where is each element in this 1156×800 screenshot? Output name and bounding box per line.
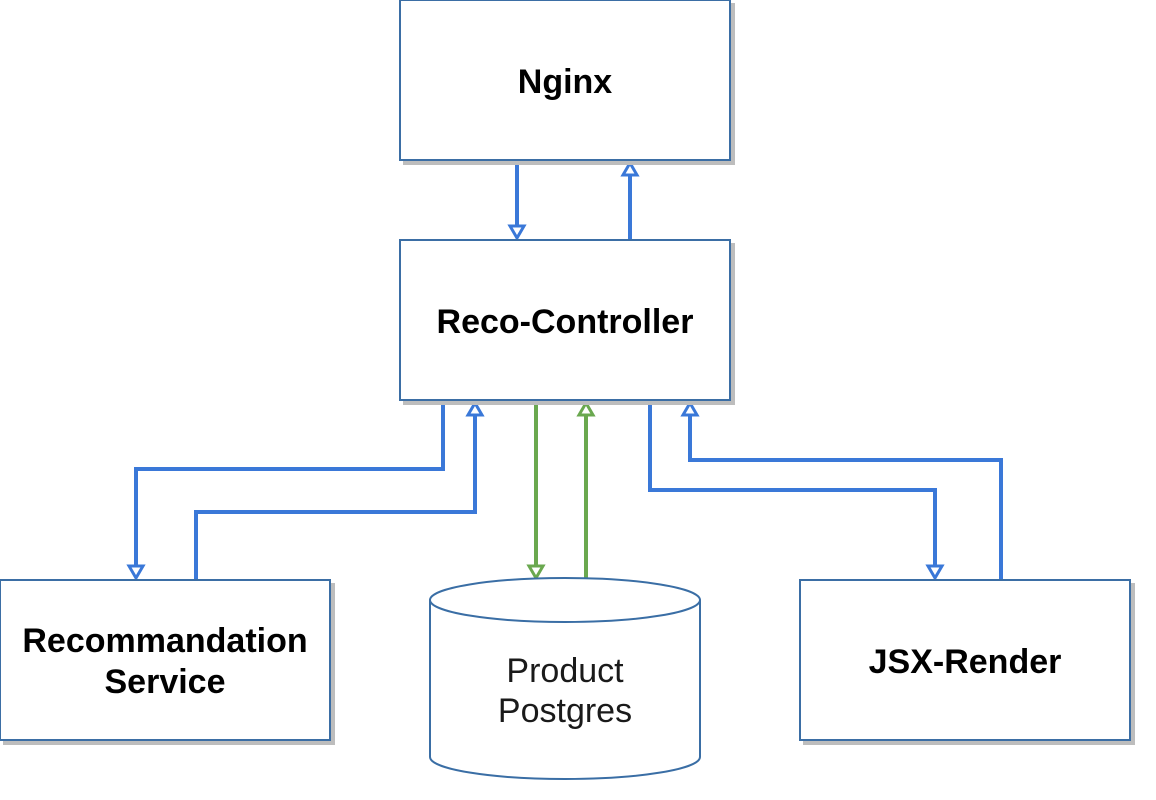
node-recommandation-service: Recommandation Service <box>0 579 331 741</box>
edge-nginx-to-reco-controller <box>507 160 527 241</box>
node-label-recommandation-service-line2: Service <box>105 663 226 701</box>
node-label-recommandation-service-line1: Recommandation <box>22 622 307 660</box>
node-jsx-render: JSX-Render <box>799 579 1131 741</box>
edge-reco-controller-to-jsx-render <box>648 400 945 581</box>
node-label-jsx-render: JSX-Render <box>869 643 1062 681</box>
database-cylinder <box>429 577 701 780</box>
node-product-postgres: Product Postgres <box>429 577 701 780</box>
node-label-product-postgres-line2: Postgres <box>498 692 632 730</box>
edge-product-postgres-to-reco-controller <box>576 400 596 579</box>
edge-reco-controller-to-recommandation-service <box>126 400 445 581</box>
node-label-nginx: Nginx <box>518 63 613 101</box>
edges <box>126 160 1003 581</box>
edge-recommandation-service-to-reco-controller <box>194 400 485 579</box>
node-label-product-postgres-line1: Product <box>506 652 624 690</box>
edge-reco-controller-to-product-postgres <box>526 400 546 581</box>
edge-jsx-render-to-reco-controller <box>680 400 1003 579</box>
node-nginx: Nginx <box>399 0 731 161</box>
node-reco-controller: Reco-Controller <box>399 239 731 401</box>
node-label-reco-controller: Reco-Controller <box>437 303 694 341</box>
edge-reco-controller-to-nginx <box>620 160 640 240</box>
